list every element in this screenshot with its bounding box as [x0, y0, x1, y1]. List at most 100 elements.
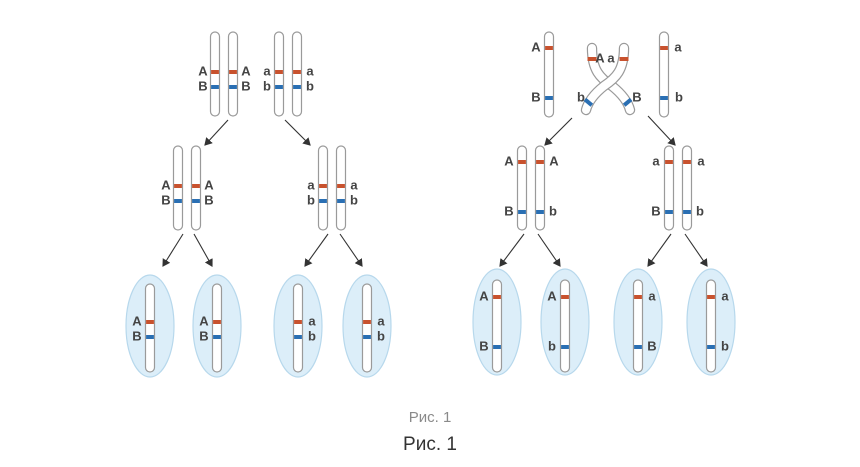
- allele-label-b: b: [696, 203, 704, 218]
- dominant-allele-band: [707, 295, 715, 299]
- dominant-allele-band: [337, 184, 345, 188]
- chromatid: [291, 31, 303, 117]
- dominant-allele-band: [518, 160, 526, 164]
- dominant-allele-band: [293, 70, 301, 74]
- dominant-allele-band: [587, 57, 597, 61]
- recessive-allele-band: [294, 335, 302, 339]
- dominant-allele-band: [561, 295, 569, 299]
- recessive-allele-band: [211, 85, 219, 89]
- chromatid: [227, 31, 239, 117]
- chromatid-body: [632, 279, 644, 373]
- chromatid: [190, 145, 202, 231]
- allele-label-b: b: [350, 192, 358, 207]
- arrow: [284, 119, 311, 146]
- dominant-allele-band: [229, 70, 237, 74]
- allele-label-A: A: [547, 288, 557, 303]
- chromatid: [705, 279, 717, 373]
- arrow: [647, 115, 676, 146]
- allele-label-B: B: [241, 78, 250, 93]
- chromatid: [211, 283, 223, 373]
- recessive-allele-band: [683, 210, 691, 214]
- allele-label-B: B: [204, 192, 213, 207]
- chromatid: [534, 145, 546, 231]
- arrow: [537, 233, 561, 267]
- allele-label-b: b: [308, 328, 316, 343]
- dominant-allele-band: [213, 320, 221, 324]
- allele-label-a: a: [607, 50, 615, 65]
- allele-label-b: b: [307, 192, 315, 207]
- recessive-allele-band: [707, 345, 715, 349]
- chromatid: [543, 31, 555, 118]
- allele-label-B: B: [161, 192, 170, 207]
- chromatid: [663, 145, 675, 231]
- arrow: [304, 233, 329, 267]
- allele-label-A: A: [595, 50, 605, 65]
- recessive-allele-band: [363, 335, 371, 339]
- dominant-allele-band: [493, 295, 501, 299]
- allele-label-a: a: [652, 153, 660, 168]
- recessive-allele-band: [146, 335, 154, 339]
- arrow: [204, 119, 229, 146]
- chromatid-body: [559, 279, 571, 373]
- chromatid: [559, 279, 571, 373]
- allele-label-B: B: [198, 78, 207, 93]
- allele-label-A: A: [504, 153, 514, 168]
- arrow: [339, 233, 363, 267]
- chromatid: [681, 145, 693, 231]
- chromatid: [172, 145, 184, 231]
- chromatid: [632, 279, 644, 373]
- recessive-allele-band: [536, 210, 544, 214]
- chromatid-body: [681, 145, 693, 231]
- chromatid-body: [658, 31, 670, 118]
- dominant-allele-band: [545, 46, 553, 50]
- dominant-allele-band: [174, 184, 182, 188]
- chromatid: [292, 283, 304, 373]
- arrow: [647, 233, 672, 267]
- allele-label-B: B: [504, 203, 513, 218]
- chromatid: [209, 31, 221, 117]
- allele-label-A: A: [549, 153, 559, 168]
- recessive-allele-band: [518, 210, 526, 214]
- allele-label-b: b: [549, 203, 557, 218]
- recessive-allele-band: [622, 97, 633, 107]
- dominant-allele-band: [211, 70, 219, 74]
- chromatid: [658, 31, 670, 118]
- recessive-allele-band: [213, 335, 221, 339]
- recessive-allele-band: [319, 199, 327, 203]
- dominant-allele-band: [294, 320, 302, 324]
- chromatid-body: [516, 145, 528, 231]
- chromatid-body: [361, 283, 373, 373]
- allele-label-a: a: [350, 177, 358, 192]
- allele-label-B: B: [479, 338, 488, 353]
- recessive-allele-band: [561, 345, 569, 349]
- allele-label-A: A: [132, 313, 142, 328]
- chromatid-body: [543, 31, 555, 118]
- allele-label-a: a: [306, 63, 314, 78]
- dominant-allele-band: [363, 320, 371, 324]
- chromatid: [516, 145, 528, 231]
- recessive-allele-band: [337, 199, 345, 203]
- allele-label-B: B: [531, 89, 540, 104]
- recessive-allele-band: [660, 96, 668, 100]
- recessive-allele-band: [229, 85, 237, 89]
- recessive-allele-band: [493, 345, 501, 349]
- allele-label-a: a: [674, 39, 682, 54]
- allele-label-a: a: [308, 313, 316, 328]
- allele-label-B: B: [651, 203, 660, 218]
- recessive-allele-band: [192, 199, 200, 203]
- allele-label-b: b: [721, 338, 729, 353]
- arrow: [544, 117, 573, 146]
- allele-label-B: B: [132, 328, 141, 343]
- dominant-allele-band: [192, 184, 200, 188]
- chromatid-body: [144, 283, 156, 373]
- chromatid: [144, 283, 156, 373]
- allele-label-b: b: [675, 89, 683, 104]
- recessive-allele-band: [293, 85, 301, 89]
- dominant-allele-band: [665, 160, 673, 164]
- chromatid-body: [705, 279, 717, 373]
- dominant-allele-band: [660, 46, 668, 50]
- chromatid-body: [663, 145, 675, 231]
- allele-label-A: A: [161, 177, 171, 192]
- allele-label-B: B: [632, 89, 641, 104]
